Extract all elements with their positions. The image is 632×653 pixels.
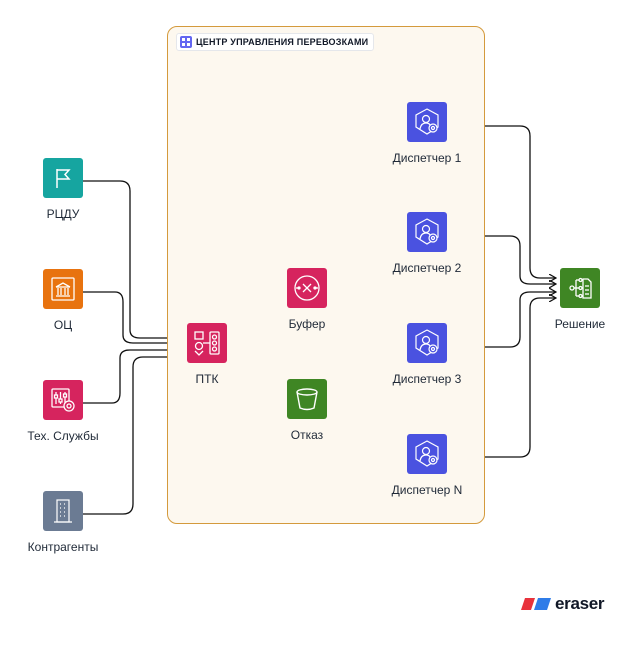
brand-text: eraser xyxy=(555,594,605,613)
node-label: Диспетчер 2 xyxy=(392,261,462,275)
node-label: ОЦ xyxy=(53,318,73,332)
bucket-icon xyxy=(287,379,327,419)
eraser-logo-icon xyxy=(521,598,551,610)
edge-d3-decision xyxy=(447,292,556,348)
node-contractors[interactable]: Контрагенты xyxy=(13,491,113,554)
edge-rcdu-ptk xyxy=(83,180,186,338)
edge-oc-ptk xyxy=(83,291,186,343)
node-ptk[interactable]: ПТК xyxy=(157,323,257,386)
building-icon xyxy=(43,269,83,309)
group-label: ЦЕНТР УПРАВЛЕНИЯ ПЕРЕВОЗКАМИ xyxy=(176,33,375,51)
settings-panel-icon xyxy=(43,380,83,420)
node-label: Диспетчер 3 xyxy=(392,372,462,386)
node-label: Тех. Службы xyxy=(27,429,99,443)
edge-dn-decision xyxy=(447,298,556,458)
node-decision[interactable]: Решение xyxy=(530,268,630,331)
node-label: ПТК xyxy=(195,372,219,386)
decision-tree-icon xyxy=(560,268,600,308)
flag-icon xyxy=(43,158,83,198)
step-functions-icon xyxy=(187,323,227,363)
node-dispatcher-n[interactable]: Диспетчер N xyxy=(377,434,477,497)
user-gear-icon xyxy=(407,323,447,363)
node-oc[interactable]: ОЦ xyxy=(13,269,113,332)
user-gear-icon xyxy=(407,434,447,474)
node-label: Буфер xyxy=(288,317,326,331)
node-label: РЦДУ xyxy=(46,207,80,221)
node-dispatcher-1[interactable]: Диспетчер 1 xyxy=(377,102,477,165)
node-tech-services[interactable]: Тех. Службы xyxy=(13,380,113,443)
eraser-brand[interactable]: eraser xyxy=(521,594,605,614)
edge-d1-decision xyxy=(447,125,556,278)
node-dispatcher-3[interactable]: Диспетчер 3 xyxy=(377,323,477,386)
node-label: Диспетчер 1 xyxy=(392,151,462,165)
user-gear-icon xyxy=(407,212,447,252)
office-building-icon xyxy=(43,491,83,531)
node-rcdu[interactable]: РЦДУ xyxy=(13,158,113,221)
node-label: Контрагенты xyxy=(27,540,99,554)
group-title: ЦЕНТР УПРАВЛЕНИЯ ПЕРЕВОЗКАМИ xyxy=(196,37,369,47)
node-label: Диспетчер N xyxy=(391,483,463,497)
node-buffer[interactable]: Буфер xyxy=(257,268,357,331)
grid-icon xyxy=(180,36,192,48)
node-label: Решение xyxy=(554,317,606,331)
queue-icon xyxy=(287,268,327,308)
edge-contr-ptk xyxy=(83,357,186,515)
node-label: Отказ xyxy=(290,428,324,442)
user-gear-icon xyxy=(407,102,447,142)
node-reject[interactable]: Отказ xyxy=(257,379,357,442)
edge-tech-ptk xyxy=(83,350,186,404)
edge-d2-decision xyxy=(447,235,556,284)
node-dispatcher-2[interactable]: Диспетчер 2 xyxy=(377,212,477,275)
